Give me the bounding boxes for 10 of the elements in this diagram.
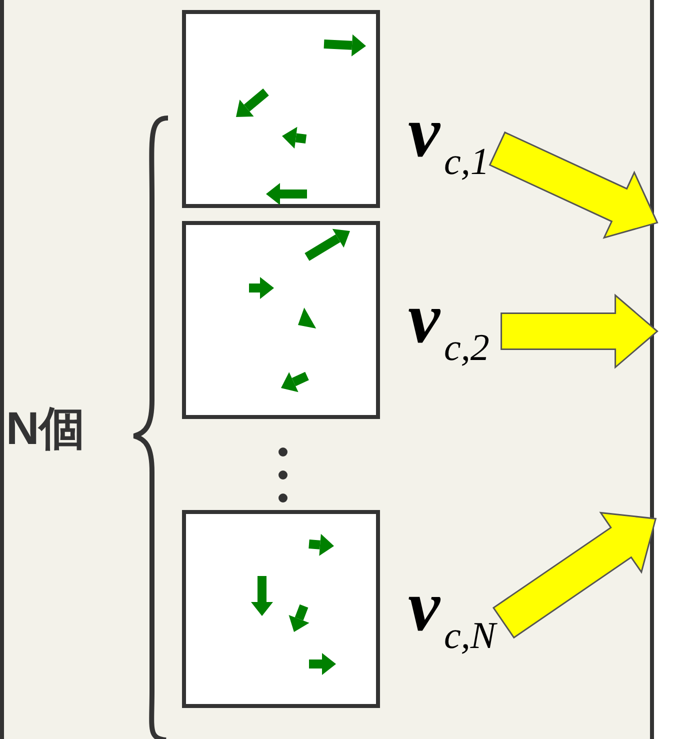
block-arrow: [492, 512, 657, 639]
velocity-formula: v$_{c,N}$: [408, 570, 496, 655]
velocity-formula: v$_{c,2}$: [408, 282, 490, 367]
particle-box: [182, 510, 380, 708]
count-label: N個: [6, 401, 86, 456]
block-arrow: [488, 131, 658, 239]
velocity-formula: v$_{c,1}$: [408, 96, 490, 181]
block-arrow: [500, 294, 658, 369]
particle-box: [182, 10, 380, 208]
particle-box: [182, 221, 380, 419]
